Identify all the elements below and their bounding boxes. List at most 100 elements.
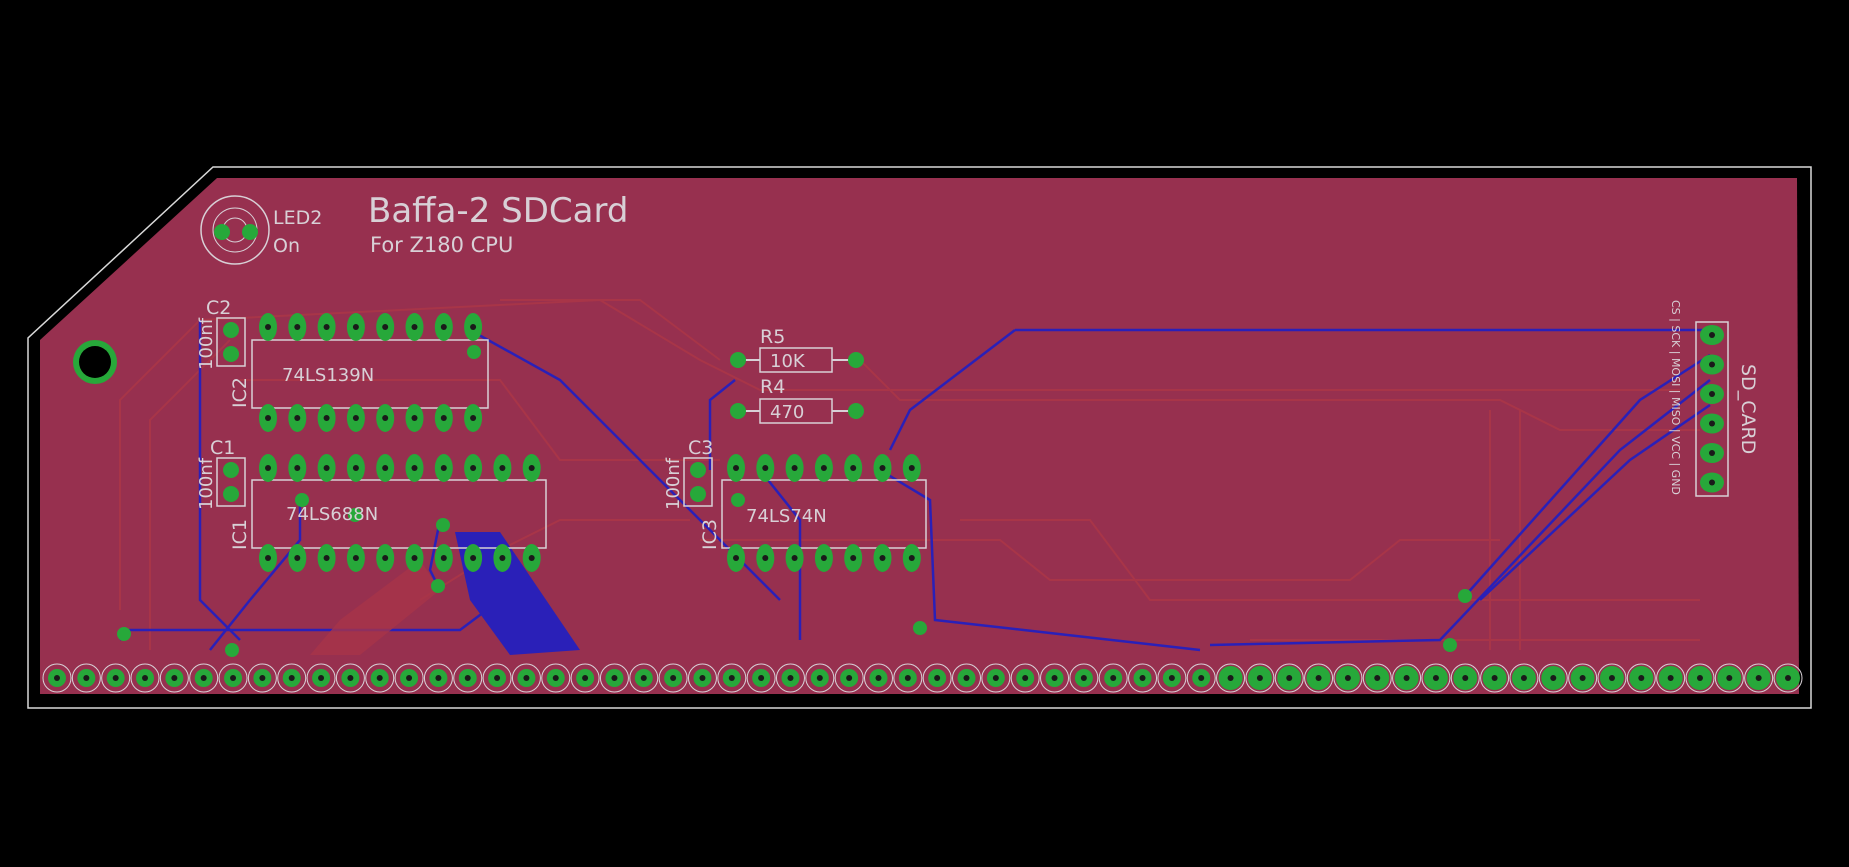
edge-pad-drill [1520,675,1527,681]
ic2-pad-drill [323,324,330,330]
sd-card-pins: CS | SCK | MOSI | MISO | VCC | GND [1669,300,1682,495]
ic2-pad-drill [440,324,447,330]
edge-pad-drill [1022,675,1029,681]
edge-pad-outline [189,663,219,693]
c1-value: 100nf [196,457,217,510]
sd-card-header [1695,321,1729,497]
ic2-pad-drill [265,324,271,330]
edge-pad-outline [541,663,571,693]
ic2-pad-drill [352,324,359,330]
edge-pad-drill [846,675,853,681]
ic2-pad-drill [470,324,477,330]
edge-pad-outline [511,663,541,693]
edge-pad-drill [728,675,735,681]
ic3-pad-drill [879,465,886,471]
r4-value: 470 [770,402,804,423]
edge-pad-drill [112,675,119,681]
edge-pad-drill [699,675,706,681]
edge-pad-drill [1608,675,1615,681]
edge-pad-outline [1626,663,1656,693]
sd-card-ref: SD_CARD [1737,364,1759,454]
edge-pad-drill [611,675,618,681]
ic3-pad-drill [820,555,827,561]
top-pour [310,560,440,655]
edge-pad-drill [1550,675,1557,681]
edge-pad-outline [1157,663,1187,693]
edge-pad-outline [1421,663,1451,693]
edge-pad-drill [259,675,266,681]
ic1-pad-drill [470,555,477,561]
r4-footprint [730,398,864,424]
edge-pad-drill [464,675,471,681]
ic2-ref: IC2 [229,377,251,408]
edge-pad-outline [570,663,600,693]
edge-pad-outline [1392,663,1422,693]
edge-pad-outline [1362,663,1392,693]
edge-pad-drill [406,675,413,681]
edge-pad-drill [758,675,765,681]
ic3-pad-drill [762,465,769,471]
edge-pad-drill [1432,675,1439,681]
ic2-pad-drill [294,415,301,421]
ic1-pad-drill [411,555,418,561]
edge-pad-drill [1491,675,1498,681]
ic1-pad-drill [499,555,506,561]
ic1-pad-drill [499,465,506,471]
ic3-pad-drill [850,555,857,561]
ic3-pad-drill [791,555,798,561]
ic2-pad-drill [352,415,359,421]
ic-pads [259,313,921,572]
edge-pad-drill [1667,675,1674,681]
ic1-pad-drill [294,555,301,561]
ic2-pad-drill [382,324,389,330]
edge-pad-drill [992,675,999,681]
ic1-pad-drill [265,555,271,561]
edge-pad-outline [805,663,835,693]
edge-pad-outline [365,663,395,693]
c1-ref: C1 [210,437,235,459]
board-outline [27,166,1812,709]
ic3-pad-drill [850,465,857,471]
r5-ref: R5 [760,326,785,348]
edge-pad-outline [71,663,101,693]
edge-pad-drill [1256,675,1263,681]
edge-pad-outline [1010,663,1040,693]
ic2-pad-drill [411,415,418,421]
edge-pad-drill [1139,675,1146,681]
edge-pad-drill [1579,675,1586,681]
sd-card-pad-drill [1709,479,1715,486]
edge-pad-drill [1227,675,1234,681]
led2-value: On [273,235,300,257]
edge-pad-drill [1696,675,1703,681]
edge-pad-drill [1726,675,1733,681]
ic3-pad-drill [879,555,886,561]
edge-pad-drill [582,675,589,681]
edge-pad-outline [1744,663,1774,693]
c1-footprint [216,457,246,507]
edge-pad-drill [376,675,383,681]
edge-pad-outline [101,663,131,693]
edge-pad-outline [1069,663,1099,693]
board-title: Baffa-2 SDCard [368,191,628,231]
ic2-outline [251,339,489,409]
edge-pad-outline [482,663,512,693]
ic3-pad-drill [908,555,915,561]
edge-pad-outline [42,663,72,693]
ic1-pad-drill [382,465,389,471]
r5-value: 10K [770,351,806,372]
ic1-pad-drill [294,465,301,471]
sd-card-pad-drill [1709,361,1715,368]
edge-pad-outline [863,663,893,693]
ic1-pad-drill [323,465,330,471]
edge-pad-outline [1128,663,1158,693]
edge-pad-drill [1080,675,1087,681]
edge-pad-outline [159,663,189,693]
sd-card-pad-drill [1709,332,1715,338]
edge-pad-outline [599,663,629,693]
r5-footprint [730,347,864,373]
c2-footprint [216,317,246,367]
ic1-pad-drill [440,465,447,471]
ic1-pad-drill [528,555,535,561]
edge-pad-outline [1216,663,1246,693]
ic2-pad-drill [294,324,301,330]
